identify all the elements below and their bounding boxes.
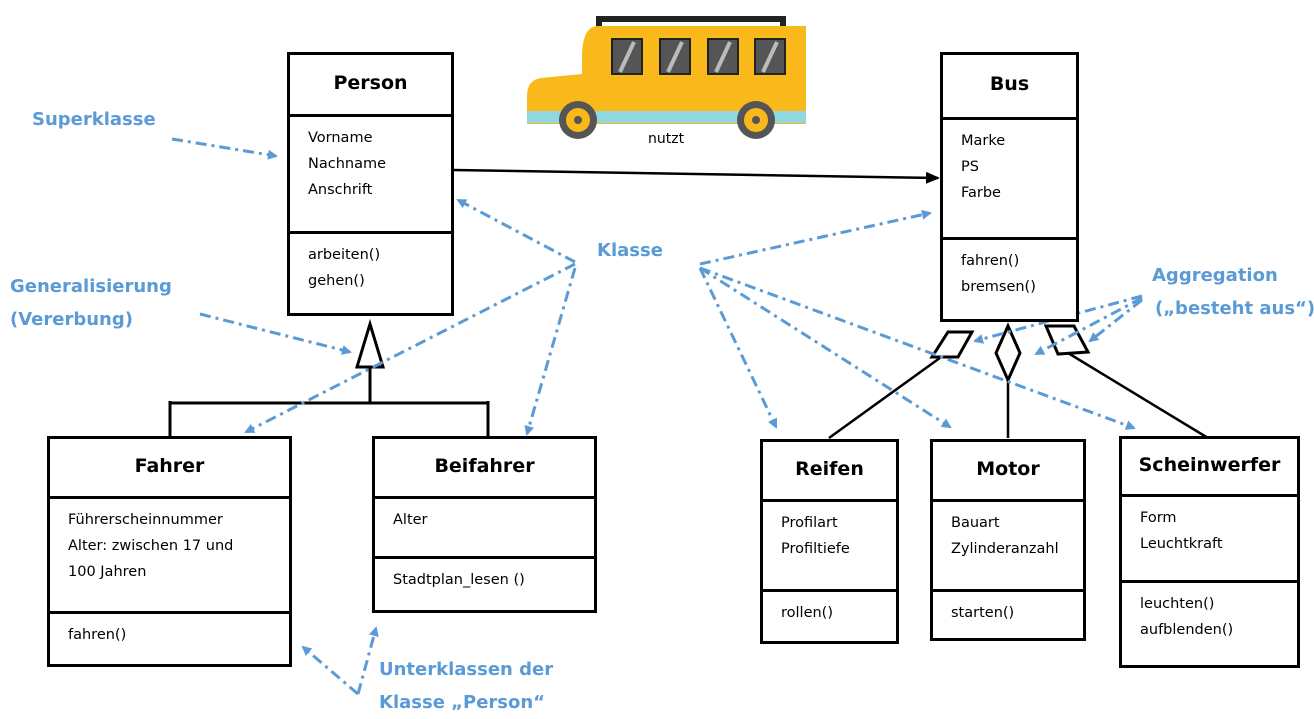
class-name: Reifen	[763, 442, 896, 502]
class-name: Scheinwerfer	[1122, 439, 1297, 497]
attributes: Form Leuchtkraft	[1122, 497, 1297, 583]
operation: rollen()	[781, 605, 833, 621]
operation: aufblenden()	[1140, 622, 1234, 638]
attribute: Nachname	[308, 156, 387, 172]
aggregation-diamond-motor	[994, 322, 1022, 384]
aggregation-diamond-reifen	[929, 330, 975, 359]
operation: bremsen()	[961, 279, 1036, 295]
attribute: Führerscheinnummer	[68, 512, 223, 528]
class-fahrer[interactable]: Fahrer Führerscheinnummer Alter: zwische…	[47, 436, 292, 667]
operation: gehen()	[308, 273, 365, 289]
class-name: Person	[290, 55, 451, 117]
class-name: Motor	[933, 442, 1083, 502]
operations: starten()	[933, 592, 1083, 626]
operations: leuchten() aufblenden()	[1122, 583, 1297, 643]
attribute: Farbe	[961, 185, 1001, 201]
operations: fahren()	[50, 614, 289, 648]
attribute: Alter	[393, 512, 428, 528]
attributes: Führerscheinnummer Alter: zwischen 17 un…	[50, 499, 289, 614]
association-line	[452, 168, 940, 184]
class-bus[interactable]: Bus Marke PS Farbe fahren() bremsen()	[940, 52, 1079, 322]
attribute: PS	[961, 159, 979, 175]
attribute: Profiltiefe	[781, 541, 850, 557]
annotation-generalisierung: Generalisierung (Vererbung)	[10, 276, 172, 330]
annotation-unterklassen: Unterklassen der Klasse „Person“	[379, 659, 554, 713]
attributes: Alter	[375, 499, 594, 559]
operation: Stadtplan_lesen ()	[393, 572, 525, 588]
aggregation-links	[828, 351, 1209, 440]
class-motor[interactable]: Motor Bauart Zylinderanzahl starten()	[930, 439, 1086, 641]
attribute: Bauart	[951, 515, 1000, 531]
annotation-aggregation: Aggregation („besteht aus“)	[1152, 265, 1314, 319]
attribute: 100 Jahren	[68, 564, 147, 580]
attribute: Anschrift	[308, 182, 373, 198]
class-name: Bus	[943, 55, 1076, 120]
operation: arbeiten()	[308, 247, 381, 263]
operation: fahren()	[961, 253, 1020, 269]
annotation-arrows	[171, 137, 1143, 696]
annotation-klasse: Klasse	[597, 240, 663, 261]
aggregation-diamond-scheinwerfer	[1043, 324, 1091, 356]
generalization-tree	[168, 367, 490, 438]
operations: rollen()	[763, 592, 896, 626]
attribute: Zylinderanzahl	[951, 541, 1059, 557]
attribute: Profilart	[781, 515, 838, 531]
class-person[interactable]: Person Vorname Nachname Anschrift arbeit…	[287, 52, 454, 316]
class-name: Beifahrer	[375, 439, 594, 499]
attributes: Profilart Profiltiefe	[763, 502, 896, 592]
operation: fahren()	[68, 627, 127, 643]
attributes: Vorname Nachname Anschrift	[290, 117, 451, 234]
operation: starten()	[951, 605, 1015, 621]
annotation-superklasse: Superklasse	[32, 109, 156, 130]
attributes: Bauart Zylinderanzahl	[933, 502, 1083, 592]
attribute: Leuchtkraft	[1140, 536, 1223, 552]
class-name: Fahrer	[50, 439, 289, 499]
operation: leuchten()	[1140, 596, 1215, 612]
attribute: Marke	[961, 133, 1006, 149]
school-bus-icon	[527, 16, 806, 139]
class-beifahrer[interactable]: Beifahrer Alter Stadtplan_lesen ()	[372, 436, 597, 613]
operations: fahren() bremsen()	[943, 240, 1076, 300]
attribute: Vorname	[308, 130, 373, 146]
operations: Stadtplan_lesen ()	[375, 559, 594, 593]
operations: arbeiten() gehen()	[290, 234, 451, 294]
attributes: Marke PS Farbe	[943, 120, 1076, 240]
class-reifen[interactable]: Reifen Profilart Profiltiefe rollen()	[760, 439, 899, 644]
generalization-triangle	[354, 318, 386, 369]
association-label: nutzt	[648, 131, 685, 147]
attribute: Form	[1140, 510, 1177, 526]
attribute: Alter: zwischen 17 und	[68, 538, 234, 554]
class-scheinwerfer[interactable]: Scheinwerfer Form Leuchtkraft leuchten()…	[1119, 436, 1300, 668]
